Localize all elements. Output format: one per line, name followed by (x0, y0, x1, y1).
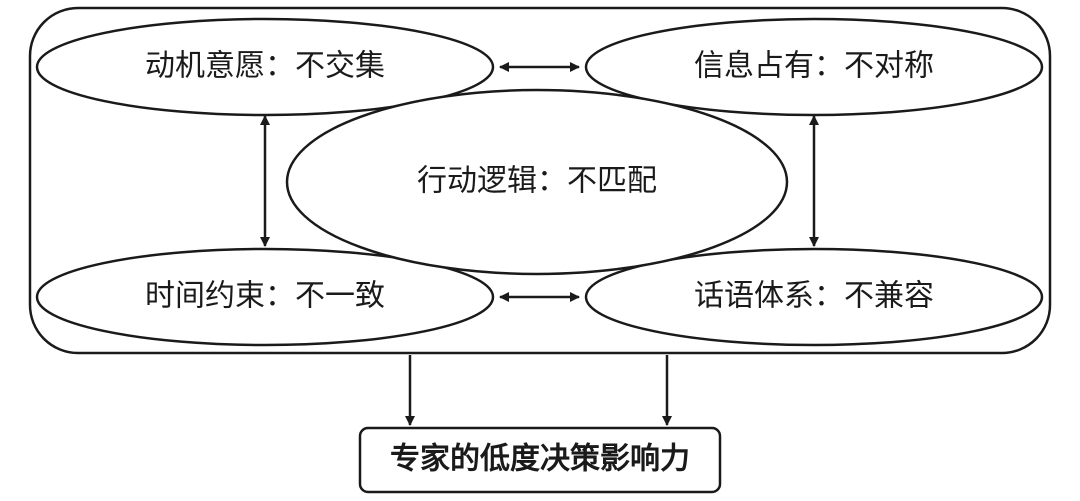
node-logic (285, 88, 789, 276)
node-information (584, 17, 1044, 117)
node-time (35, 247, 495, 347)
node-motivation (35, 17, 495, 117)
node-motivation-label: 动机意愿：不交集 (145, 49, 385, 84)
node-outcome-label: 专家的低度决策影响力 (390, 442, 690, 477)
node-discourse (584, 247, 1044, 347)
node-logic-label: 行动逻辑：不匹配 (417, 164, 657, 199)
node-outcome (358, 426, 722, 494)
node-discourse-label: 话语体系：不兼容 (694, 279, 934, 314)
node-time-label: 时间约束：不一致 (145, 279, 385, 314)
node-information-label: 信息占有：不对称 (694, 49, 934, 84)
